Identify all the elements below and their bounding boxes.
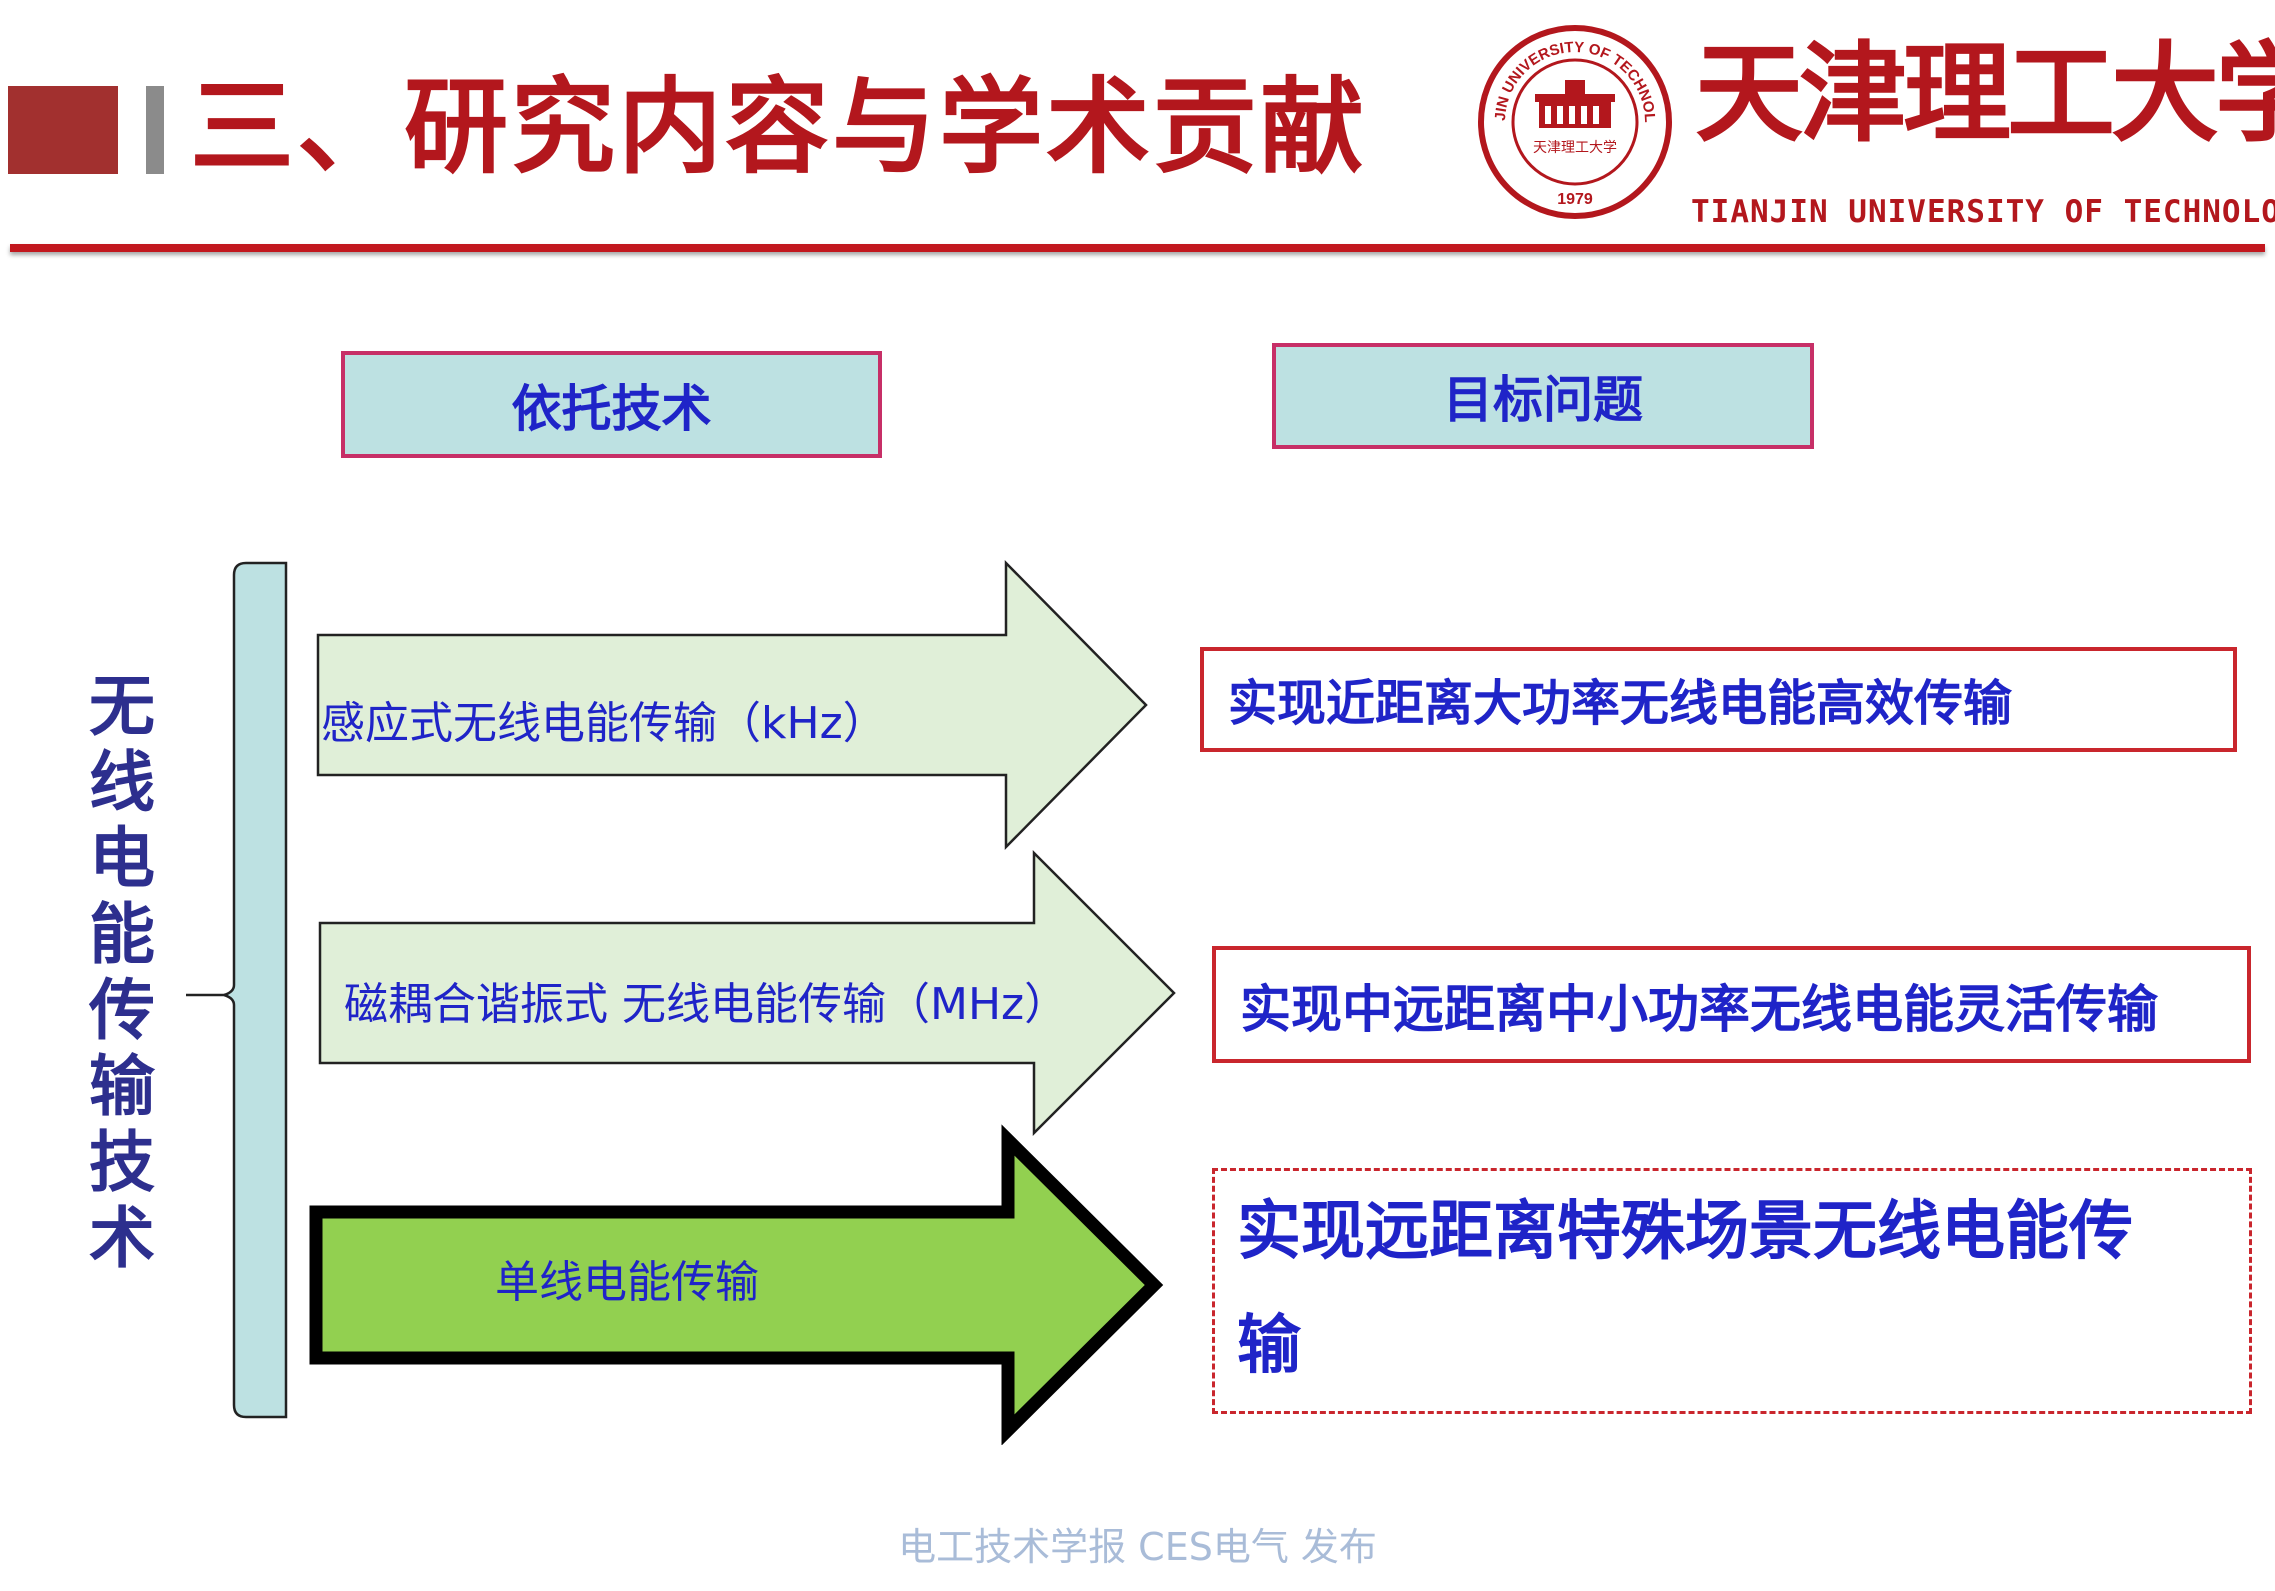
- target-box-long-range: 实现远距离特殊场景无线电能传 输: [1212, 1168, 2252, 1414]
- seal-inner-name: 天津理工大学: [1533, 140, 1617, 156]
- target-label-mid-range: 实现中远距离中小功率无线电能灵活传输: [1240, 980, 2159, 1040]
- technology-label-resonant: 磁耦合谐振式 无线电能传输（MHz）: [344, 979, 1069, 1030]
- university-logo: TIANJIN UNIVERSITY OF TECHNOLOGY 天津理工大学 …: [1475, 18, 2275, 233]
- university-name-en: TIANJIN UNIVERSITY OF TECHNOLOGY: [1691, 194, 2275, 230]
- footer-watermark: 电工技术学报 CES电气 发布: [898, 1525, 1377, 1569]
- technology-label-single-wire: 单线电能传输: [495, 1257, 759, 1308]
- arrow-resonant: [318, 849, 1176, 1137]
- target-box-short-range: 实现近距离大功率无线电能高效传输: [1200, 647, 2237, 752]
- target-label-long-range-line2: 输: [1237, 1309, 1301, 1383]
- university-name-cn: 天津理工大学: [1695, 31, 2275, 157]
- header-accent-square: [8, 86, 118, 174]
- university-seal-icon: TIANJIN UNIVERSITY OF TECHNOLOGY 天津理工大学 …: [1475, 22, 1672, 219]
- right-column-header: 目标问题: [1272, 343, 1814, 449]
- header-divider: [10, 244, 2265, 252]
- left-brace: [186, 561, 288, 1419]
- left-column-header: 依托技术: [341, 351, 882, 458]
- target-label-short-range: 实现近距离大功率无线电能高效传输: [1228, 675, 2013, 732]
- arrow-inductive: [316, 559, 1148, 851]
- wpt-technology-vertical-label: 无线电能传输技术: [89, 667, 155, 1277]
- target-box-mid-range: 实现中远距离中小功率无线电能灵活传输: [1212, 946, 2251, 1063]
- header-accent-bar: [146, 86, 164, 174]
- arrow-diagram: [186, 559, 1176, 1445]
- seal-year: 1979: [1557, 191, 1593, 208]
- arrow-single-wire: [309, 1124, 1164, 1445]
- target-label-long-range-line1: 实现远距离特殊场景无线电能传: [1237, 1195, 2133, 1269]
- technology-label-inductive: 感应式无线电能传输（kHz）: [321, 698, 887, 749]
- page-title: 三、研究内容与学术贡献: [190, 66, 1368, 188]
